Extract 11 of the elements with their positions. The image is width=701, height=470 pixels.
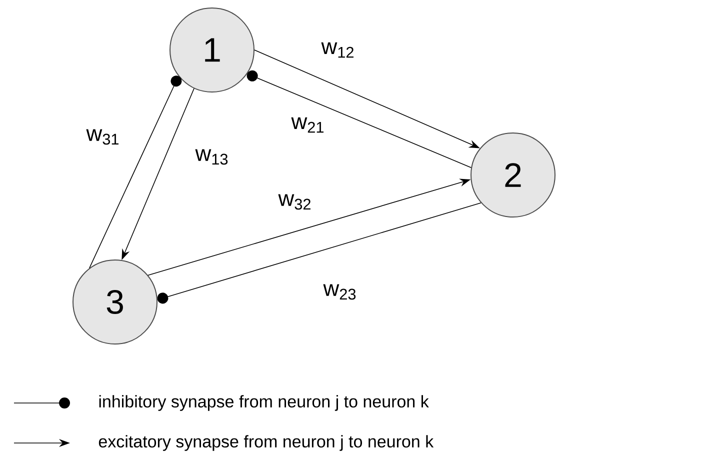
weight-label: w$_{31}$ — [85, 128, 121, 146]
legend-text: inhibitory synapse from neuron j to neuron k — [99, 395, 429, 411]
synapse-arrow — [157, 202, 482, 304]
synapse-arrow — [89, 76, 182, 268]
weight-label: w$_{13}$ — [194, 148, 230, 166]
weight-label: w$_{23}$ — [322, 283, 358, 301]
legend-text: excitatory synapse from neuron j to neuron k — [98, 435, 434, 451]
weight-label: w$_{21}$ — [290, 116, 326, 134]
synapse-arrow — [246, 70, 472, 168]
weight-label: w$_{12}$ — [320, 41, 356, 59]
weight-label: w$_{32}$ — [277, 193, 313, 211]
